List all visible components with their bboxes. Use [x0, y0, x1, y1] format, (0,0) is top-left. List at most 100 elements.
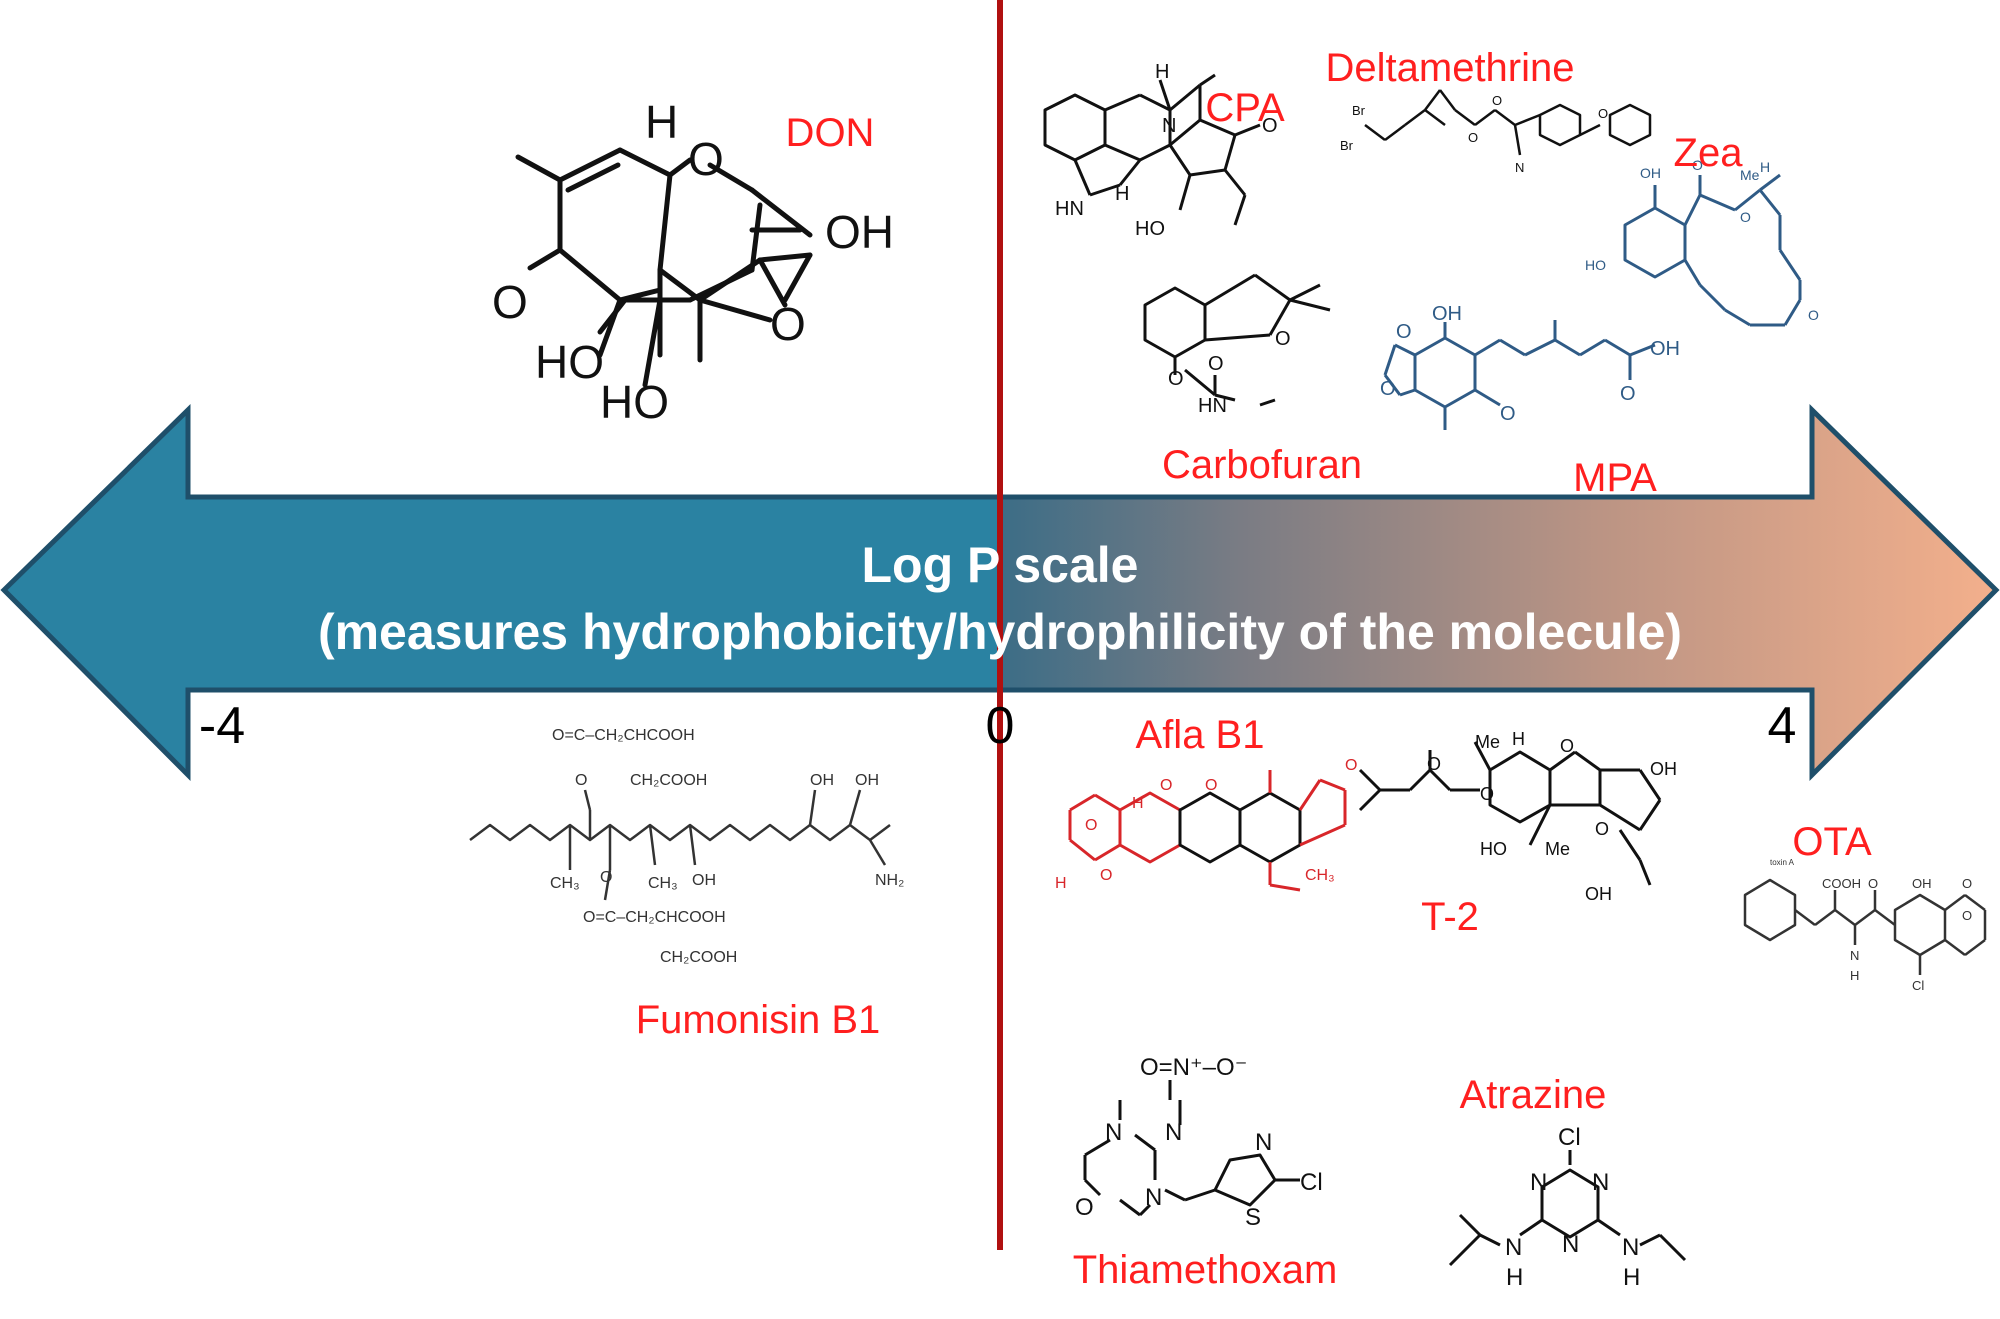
label-ota: OTA	[1792, 820, 1872, 864]
svg-text:OH: OH	[1585, 884, 1612, 904]
cpa-structure	[1043, 73, 1261, 226]
fumonisin-structure	[469, 789, 891, 901]
svg-text:N: N	[1505, 1234, 1522, 1261]
svg-text:Cl: Cl	[1300, 1169, 1323, 1196]
svg-text:H: H	[645, 96, 678, 148]
deltamethrine-atom-labels: Br Br O O O N	[1340, 93, 1608, 175]
don-structure	[515, 147, 813, 388]
svg-text:H: H	[1760, 159, 1770, 175]
svg-text:COOH: COOH	[1822, 876, 1861, 891]
thiamethoxam-atom-labels: O=N⁺–O⁻ N N O N N S Cl	[1075, 1054, 1323, 1231]
label-mpa: MPA	[1573, 456, 1657, 500]
scale-title: Log P scale	[861, 537, 1139, 593]
svg-text:HO: HO	[1585, 257, 1606, 273]
svg-text:H: H	[1623, 1264, 1640, 1291]
svg-text:O=C–CH₂CHCOOH: O=C–CH₂CHCOOH	[583, 909, 726, 926]
svg-text:O: O	[1740, 209, 1751, 225]
svg-text:OH: OH	[810, 772, 834, 789]
svg-text:O: O	[1595, 819, 1609, 839]
svg-text:N: N	[1255, 1129, 1272, 1156]
scale-subtitle: (measures hydrophobicity/hydrophilicity …	[317, 604, 1683, 660]
atrazine-structure	[1448, 1150, 1687, 1267]
label-thiamethoxam: Thiamethoxam	[1072, 1248, 1338, 1292]
label-deltamethrine: Deltamethrine	[1325, 46, 1575, 90]
carbofuran-structure	[1143, 273, 1331, 407]
svg-text:N: N	[1515, 160, 1524, 175]
zea-atom-labels: OH O Me H O HO O	[1585, 157, 1819, 323]
svg-text:O: O	[1492, 93, 1502, 108]
svg-text:HN: HN	[1055, 198, 1084, 220]
svg-text:O: O	[1808, 307, 1819, 323]
svg-text:O: O	[1468, 130, 1478, 145]
svg-text:CH₃: CH₃	[1305, 867, 1335, 884]
svg-text:O: O	[1560, 736, 1574, 756]
svg-text:O: O	[1345, 757, 1357, 774]
svg-text:O: O	[575, 772, 587, 789]
svg-text:O: O	[600, 869, 612, 886]
svg-text:CH₃: CH₃	[648, 875, 678, 892]
svg-text:OH: OH	[855, 772, 879, 789]
svg-text:O: O	[1208, 353, 1224, 375]
svg-text:O: O	[1962, 908, 1972, 923]
svg-text:CH₃: CH₃	[550, 875, 580, 892]
label-don: DON	[785, 111, 875, 155]
svg-text:O: O	[1205, 777, 1217, 794]
don-atom-labels: H O OH O HO O HO	[492, 96, 894, 428]
svg-text:Br: Br	[1352, 103, 1366, 118]
svg-text:H: H	[1115, 183, 1129, 205]
label-fumonisin-b1: Fumonisin B1	[635, 998, 881, 1042]
t2-atom-labels: Me H O OH O O HO Me O OH	[1427, 729, 1677, 904]
svg-text:O: O	[770, 298, 806, 350]
svg-text:H: H	[1850, 968, 1859, 983]
svg-text:CH₂COOH: CH₂COOH	[630, 772, 707, 789]
svg-text:N: N	[1145, 1184, 1162, 1211]
svg-text:O=C–CH₂CHCOOH: O=C–CH₂CHCOOH	[552, 727, 695, 744]
svg-text:O: O	[1085, 817, 1097, 834]
svg-text:HO: HO	[1135, 218, 1165, 240]
label-atrazine: Atrazine	[1459, 1073, 1607, 1117]
svg-text:O: O	[1160, 777, 1172, 794]
svg-text:N: N	[1592, 1169, 1609, 1196]
svg-text:N: N	[1850, 948, 1859, 963]
thiamethoxam-structure	[1083, 1080, 1300, 1217]
zea-structure	[1623, 173, 1802, 327]
svg-text:H: H	[1055, 875, 1067, 892]
svg-text:OH: OH	[1640, 165, 1661, 181]
svg-text:N: N	[1622, 1234, 1639, 1261]
svg-text:O: O	[1692, 157, 1703, 173]
svg-text:O: O	[1480, 784, 1494, 804]
svg-text:NH₂: NH₂	[875, 872, 904, 889]
ota-structure	[1743, 878, 1987, 975]
carbofuran-atom-labels: O O O HN	[1168, 328, 1291, 417]
svg-text:CH₂COOH: CH₂COOH	[660, 949, 737, 966]
label-cpa: CPA	[1205, 86, 1285, 130]
svg-text:Cl: Cl	[1912, 978, 1924, 993]
svg-text:Me: Me	[1545, 839, 1570, 859]
svg-text:Cl: Cl	[1558, 1124, 1581, 1151]
svg-text:H: H	[1132, 795, 1144, 812]
svg-text:OH: OH	[1432, 303, 1462, 325]
svg-text:H: H	[1155, 61, 1169, 83]
svg-text:H: H	[1512, 729, 1525, 749]
afla-atom-labels: O O O O O H H CH₃	[1055, 757, 1357, 892]
label-carbofuran: Carbofuran	[1161, 443, 1363, 487]
mpa-structure	[1383, 320, 1656, 430]
svg-text:O: O	[1962, 876, 1972, 891]
afla-structure	[1068, 770, 1347, 892]
svg-text:OH: OH	[825, 206, 894, 258]
tick-zero: 0	[985, 697, 1015, 755]
t2-structure	[1358, 741, 1662, 886]
svg-text:O: O	[1168, 368, 1184, 390]
svg-text:HO: HO	[535, 336, 604, 388]
ota-atom-labels: toxin A COOH O OH O N H O Cl	[1770, 858, 1972, 993]
svg-text:O: O	[1275, 328, 1291, 350]
svg-text:O: O	[1868, 876, 1878, 891]
label-zea: Zea	[1673, 131, 1743, 175]
svg-text:N: N	[1562, 1231, 1579, 1258]
svg-text:OH: OH	[1912, 876, 1932, 891]
svg-text:O: O	[688, 133, 724, 185]
svg-text:toxin A: toxin A	[1770, 858, 1795, 867]
svg-text:N: N	[1105, 1119, 1122, 1146]
svg-text:S: S	[1245, 1204, 1261, 1231]
